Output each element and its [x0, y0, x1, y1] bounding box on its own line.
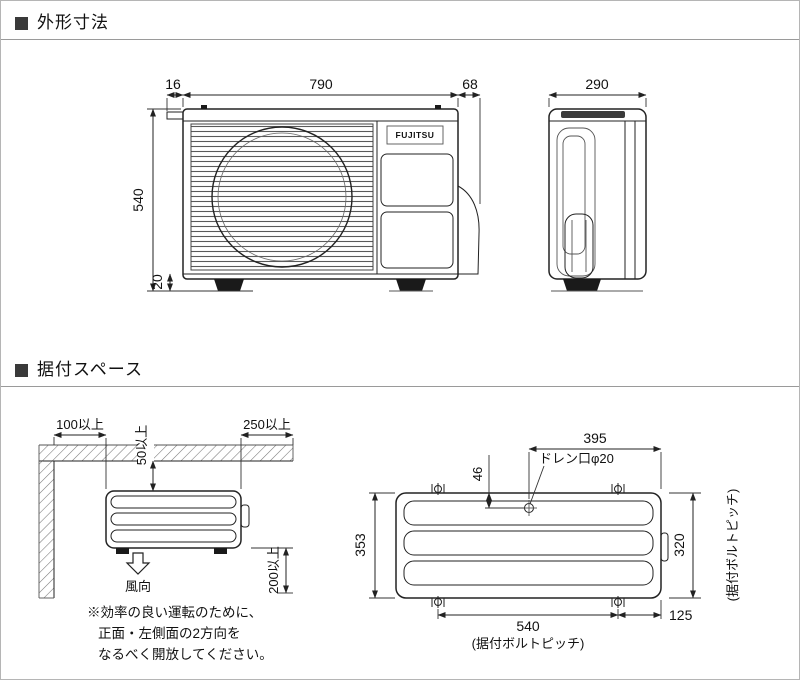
note-line-3: なるべく開放してください。	[98, 647, 273, 662]
outdoor-unit-side-view	[548, 108, 647, 292]
section-title-installation: 据付スペース	[37, 360, 143, 379]
bolt-pitch-vertical-label: (据付ボルトピッチ)	[725, 489, 740, 602]
clearance-dimensions: 100以上 250以上 50以上 200以上	[53, 417, 294, 594]
service-panel: FUJITSU	[376, 121, 454, 274]
section-header-installation: 据付スペース	[1, 350, 799, 386]
section-title-dimensions: 外形寸法	[37, 13, 109, 32]
side-view-dimensions: 290	[548, 76, 647, 107]
bolt-pitch-top-diagram: ドレン口φ20 395 46	[352, 430, 740, 651]
wall-top	[39, 444, 294, 462]
pipe-cover-bulge	[457, 185, 480, 275]
outdoor-unit-front-view: FUJITSU	[166, 105, 480, 292]
top-screw-left	[201, 105, 207, 109]
foot-right	[396, 279, 426, 291]
note-line-2: 正面・左側面の2方向を	[98, 626, 241, 641]
pipe-stub	[240, 504, 250, 528]
mounting-flange	[166, 111, 184, 120]
unit-front-small	[105, 490, 250, 554]
dim-label-16: 16	[165, 76, 181, 92]
dim-label-250min: 250以上	[243, 417, 291, 432]
dim-label-395: 395	[583, 430, 607, 446]
down-arrow-icon	[125, 552, 151, 575]
drain-port-label: ドレン口φ20	[539, 451, 614, 466]
wall-left	[38, 445, 55, 599]
foot-left	[214, 279, 244, 291]
dim-label-353: 353	[352, 533, 368, 557]
dim-label-790: 790	[309, 76, 333, 92]
section-marker-icon	[15, 16, 28, 30]
top-screw-right	[435, 105, 441, 109]
compressor	[564, 213, 594, 279]
dim-label-68: 68	[462, 76, 478, 92]
foot-left	[116, 548, 129, 554]
pipe-stub	[660, 532, 669, 562]
dim-label-20: 20	[149, 274, 165, 290]
outline-dimension-drawing: FUJITSU 16 790	[130, 76, 647, 292]
dim-label-50min: 50以上	[134, 425, 149, 465]
section-marker-icon	[15, 363, 28, 377]
installation-space-drawing: 100以上 250以上 50以上 200以上 風向	[38, 417, 740, 662]
top-handle	[561, 111, 625, 118]
dim-label-100min: 100以上	[56, 417, 104, 432]
wind-direction: 風向	[125, 552, 151, 594]
section-divider	[1, 39, 799, 40]
unit-top-view	[395, 492, 669, 599]
front-view-dimensions: 16 790 68 540 20	[130, 76, 481, 292]
dim-label-540: 540	[516, 618, 540, 634]
section-header-dimensions: 外形寸法	[1, 1, 799, 39]
drain-port: ドレン口φ20	[521, 451, 614, 516]
section-divider	[1, 386, 799, 387]
dim-label-320: 320	[671, 533, 687, 557]
side-foot	[563, 279, 601, 291]
wind-direction-label: 風向	[125, 579, 151, 594]
brand-logo-plate	[386, 125, 444, 145]
note-line-1: ※効率の良い運転のために、	[87, 604, 262, 620]
clearance-side-diagram: 100以上 250以上 50以上 200以上 風向	[38, 417, 294, 662]
dim-label-200min: 200以上	[266, 546, 281, 594]
fan-grille	[190, 123, 374, 271]
foot-right	[214, 548, 227, 554]
bolt-pitch-dimensions: 395 46 353 320 (据付ボルトピッチ)	[352, 430, 740, 651]
dim-label-125: 125	[669, 607, 693, 623]
dim-label-290: 290	[585, 76, 609, 92]
installation-note: ※効率の良い運転のために、 正面・左側面の2方向を なるべく開放してください。	[87, 604, 273, 662]
brand-logo: FUJITSU	[396, 130, 435, 140]
bolt-pitch-horizontal-label: (据付ボルトピッチ)	[472, 636, 585, 651]
dim-label-46: 46	[470, 467, 485, 481]
dim-label-540: 540	[130, 188, 146, 212]
